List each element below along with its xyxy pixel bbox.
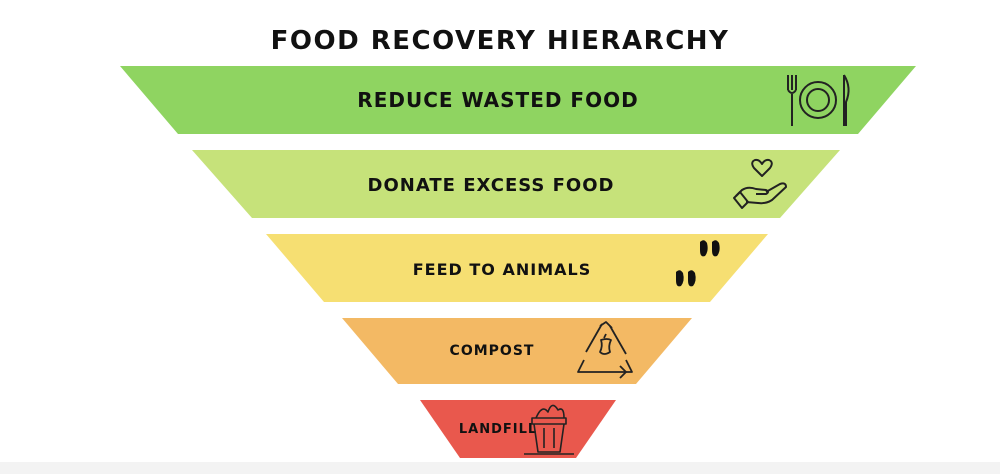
trash-bin-icon [524, 404, 574, 455]
tier-compost: COMPOST [342, 318, 692, 384]
tier-band [266, 234, 768, 302]
tier-label: FEED TO ANIMALS [412, 260, 592, 279]
tier-band [192, 150, 840, 218]
tier-label: REDUCE WASTED FOOD [357, 88, 639, 112]
tier-feed-to-animals: FEED TO ANIMALS [266, 234, 768, 302]
tier-band [420, 400, 616, 458]
tier-band [342, 318, 692, 384]
tier-label: LANDFILL [458, 422, 538, 437]
diagram-title: FOOD RECOVERY HIERARCHY [270, 26, 730, 56]
bottom-strip [0, 462, 1000, 474]
heart-hand-icon [733, 158, 787, 209]
hoofprints-icon [676, 240, 720, 287]
tier-label: DONATE EXCESS FOOD [367, 175, 615, 196]
recycle-apple-core-icon [577, 321, 633, 379]
tier-label: COMPOST [449, 343, 535, 359]
tier-landfill: LANDFILL [420, 400, 616, 458]
tier-reduce-wasted-food: REDUCE WASTED FOOD [120, 66, 916, 134]
tier-band [120, 66, 916, 134]
tier-donate-excess-food: DONATE EXCESS FOOD [192, 150, 840, 218]
plate-cutlery-icon [787, 74, 850, 126]
